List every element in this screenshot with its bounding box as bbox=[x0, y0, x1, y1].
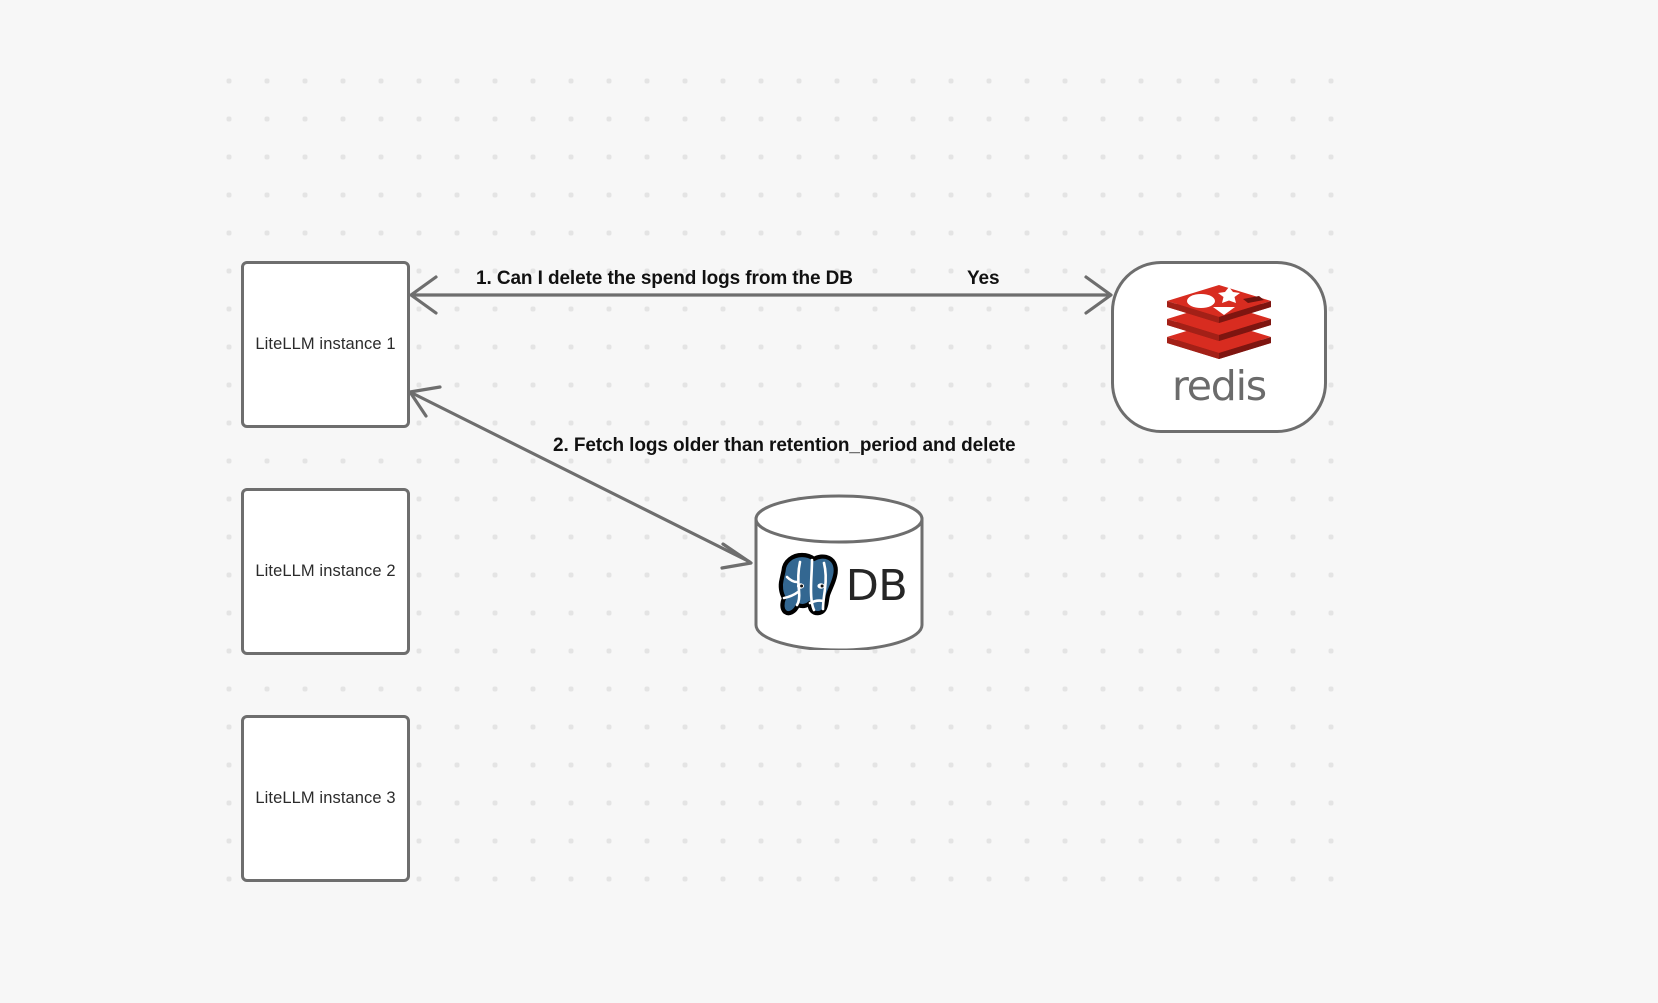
cylinder-shape bbox=[754, 494, 924, 650]
arrowhead-upleft bbox=[408, 385, 442, 418]
db-label: DB bbox=[845, 560, 908, 611]
node-label: LiteLLM instance 1 bbox=[255, 335, 396, 353]
node-label: LiteLLM instance 3 bbox=[255, 789, 396, 807]
postgresql-elephant-icon bbox=[778, 552, 838, 616]
node-label: LiteLLM instance 2 bbox=[255, 562, 396, 580]
arrowhead-right bbox=[1084, 275, 1113, 315]
redis-logo-icon bbox=[1167, 285, 1271, 359]
redis-wordmark: redis bbox=[1172, 362, 1267, 410]
arrowhead-downright bbox=[720, 542, 753, 570]
edge-label-reply: Yes bbox=[967, 268, 1000, 289]
node-litellm-instance-3[interactable]: LiteLLM instance 3 bbox=[241, 715, 410, 882]
edge-instance1-database bbox=[408, 385, 753, 570]
edge-label-request: 1. Can I delete the spend logs from the … bbox=[476, 268, 853, 289]
arrowhead-left bbox=[409, 275, 438, 315]
edge-instance1-redis bbox=[409, 275, 1113, 315]
node-litellm-instance-2[interactable]: LiteLLM instance 2 bbox=[241, 488, 410, 655]
node-redis[interactable]: redis bbox=[1111, 261, 1327, 433]
node-database[interactable]: DB bbox=[753, 494, 925, 650]
node-litellm-instance-1[interactable]: LiteLLM instance 1 bbox=[241, 261, 410, 428]
edge-label-fetch-delete: 2. Fetch logs older than retention_perio… bbox=[553, 435, 1016, 456]
